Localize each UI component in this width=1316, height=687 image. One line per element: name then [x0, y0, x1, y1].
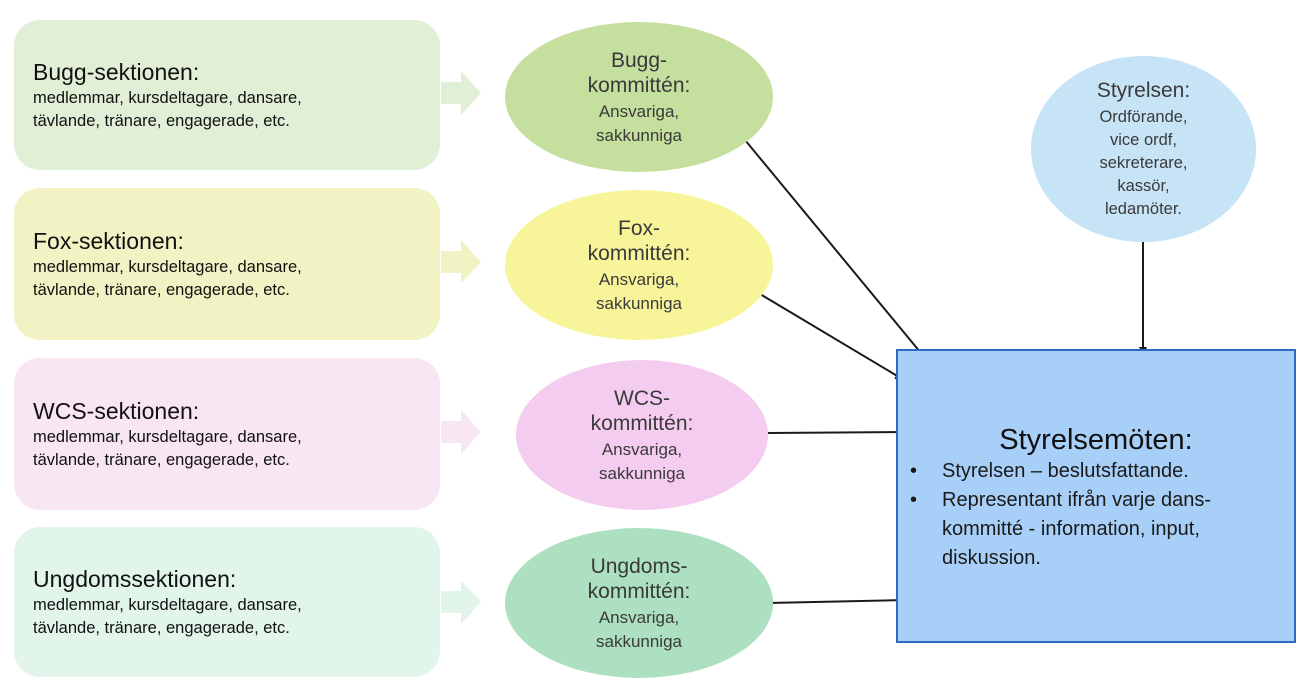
meeting-points: • Styrelsen – beslutsfattande. • Represe…	[906, 457, 1296, 573]
meeting-point-text: kommitté - information, input,	[942, 518, 1200, 540]
bullet-icon: •	[910, 460, 918, 482]
committee-wcs: WCS- kommittén: Ansvariga, sakkunniga	[516, 360, 768, 510]
committee-role: Ansvariga,	[598, 270, 680, 289]
edge-bugg-committee-to-meeting	[744, 139, 931, 365]
committee-fox: Fox- kommittén: Ansvariga, sakkunniga	[505, 190, 773, 340]
board-member: kassör,	[1117, 176, 1170, 195]
section-description: tävlande, tränare, engagerade, etc.	[33, 618, 290, 637]
styrelsen: Styrelsen: Ordförande, vice ordf, sekret…	[1031, 56, 1256, 242]
meeting-point: • Representant ifrån varje dans- kommitt…	[906, 486, 1296, 573]
section-title: Ungdomssektionen:	[33, 565, 237, 592]
committee-role: Ansvariga,	[598, 102, 680, 121]
section-fox: Fox-sektionen: medlemmar, kursdeltagare,…	[14, 188, 440, 340]
styrelsemoten: Styrelsemöten: • Styrelsen – beslutsfatt…	[896, 349, 1296, 643]
block-arrow-icon	[441, 580, 481, 624]
section-description: medlemmar, kursdeltagare, dansare,	[33, 88, 302, 107]
committee-role: Ansvariga,	[601, 440, 683, 459]
section-title: WCS-sektionen:	[33, 397, 200, 424]
committee-role: sakkunniga	[595, 294, 682, 313]
block-arrow-icon	[441, 240, 481, 284]
committee-ungdom: Ungdoms- kommittén: Ansvariga, sakkunnig…	[505, 528, 773, 678]
board-member: Ordförande,	[1099, 107, 1188, 126]
committee-name: WCS-	[614, 387, 670, 410]
board-member: ledamöter.	[1104, 199, 1183, 218]
meeting-title: Styrelsemöten:	[999, 424, 1193, 456]
board-member: vice ordf,	[1110, 130, 1177, 149]
block-arrow-icon	[441, 410, 481, 454]
committee-role: sakkunniga	[598, 464, 685, 483]
committee-name: kommittén:	[590, 412, 694, 435]
committee-name: Ungdoms-	[590, 555, 688, 578]
board-title: Styrelsen:	[1096, 78, 1191, 102]
section-description: tävlande, tränare, engagerade, etc.	[33, 450, 290, 469]
section-description: medlemmar, kursdeltagare, dansare,	[33, 427, 302, 446]
meeting-point: • Styrelsen – beslutsfattande.	[906, 457, 1296, 486]
bullet-icon: •	[910, 489, 918, 511]
meeting-point-text: diskussion.	[942, 547, 1041, 569]
edge-ungdom-committee-to-meeting	[767, 596, 908, 605]
committee-bugg: Bugg- kommittén: Ansvariga, sakkunniga	[505, 22, 773, 172]
section-wcs: WCS-sektionen: medlemmar, kursdeltagare,…	[14, 358, 440, 510]
committee-name: kommittén:	[587, 74, 691, 97]
edge-wcs-committee-to-meeting	[767, 428, 908, 437]
meeting-point-text: Styrelsen – beslutsfattande.	[942, 460, 1189, 482]
committee-name: kommittén:	[587, 242, 691, 265]
section-description: tävlande, tränare, engagerade, etc.	[33, 111, 290, 130]
meeting-point-text: Representant ifrån varje dans-	[942, 489, 1212, 511]
section-title: Bugg-sektionen:	[33, 58, 200, 85]
section-bugg: Bugg-sektionen: medlemmar, kursdeltagare…	[14, 20, 440, 170]
committee-role: Ansvariga,	[598, 608, 680, 627]
section-description: medlemmar, kursdeltagare, dansare,	[33, 595, 302, 614]
section-description: medlemmar, kursdeltagare, dansare,	[33, 257, 302, 276]
committee-role: sakkunniga	[595, 632, 682, 651]
committee-name: Bugg-	[610, 49, 668, 72]
committee-name: Fox-	[618, 217, 660, 240]
committee-role: sakkunniga	[595, 126, 682, 145]
block-arrow-icon	[441, 71, 481, 115]
section-title: Fox-sektionen:	[33, 227, 184, 254]
board-member: sekreterare,	[1099, 153, 1188, 172]
section-description: tävlande, tränare, engagerade, etc.	[33, 280, 290, 299]
committee-name: kommittén:	[587, 580, 691, 603]
section-ungdom: Ungdomssektionen: medlemmar, kursdeltaga…	[14, 527, 440, 677]
edge-fox-committee-to-meeting	[759, 293, 905, 381]
